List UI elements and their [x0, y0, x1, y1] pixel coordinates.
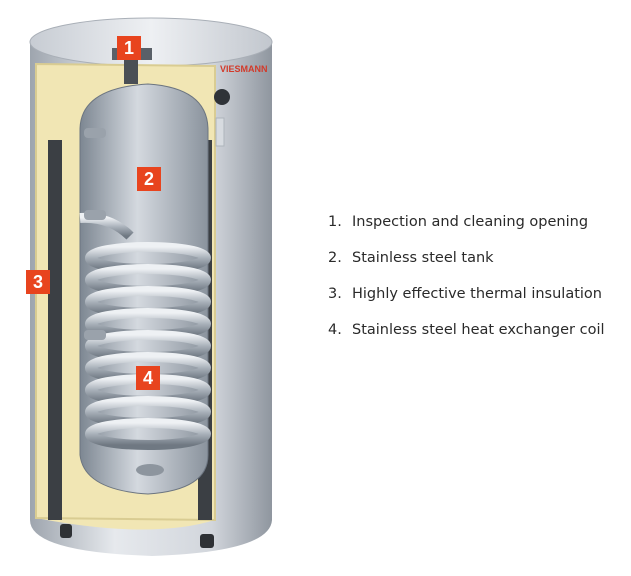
legend-item-1: 1.Inspection and cleaning opening	[328, 214, 589, 230]
connection-stub	[84, 128, 106, 138]
marker-4: 4	[136, 366, 160, 390]
marker-3: 3	[26, 270, 50, 294]
marker-2: 2	[137, 167, 161, 191]
thermometer	[214, 89, 230, 105]
inner-jacket	[48, 140, 62, 520]
inspection-opening	[124, 58, 138, 84]
foot	[60, 524, 72, 538]
legend-item-2: 2.Stainless steel tank	[328, 250, 494, 266]
marker-1: 1	[117, 36, 141, 60]
brand-logo: VIESMANN	[220, 64, 268, 74]
legend-item-4: 4.Stainless steel heat exchanger coil	[328, 322, 605, 338]
legend-item-3: 3.Highly effective thermal insulation	[328, 286, 602, 302]
legend-list: 1.Inspection and cleaning opening 2.Stai…	[328, 214, 605, 358]
bottom-outlet	[136, 464, 164, 476]
insulation-layer	[35, 62, 216, 522]
